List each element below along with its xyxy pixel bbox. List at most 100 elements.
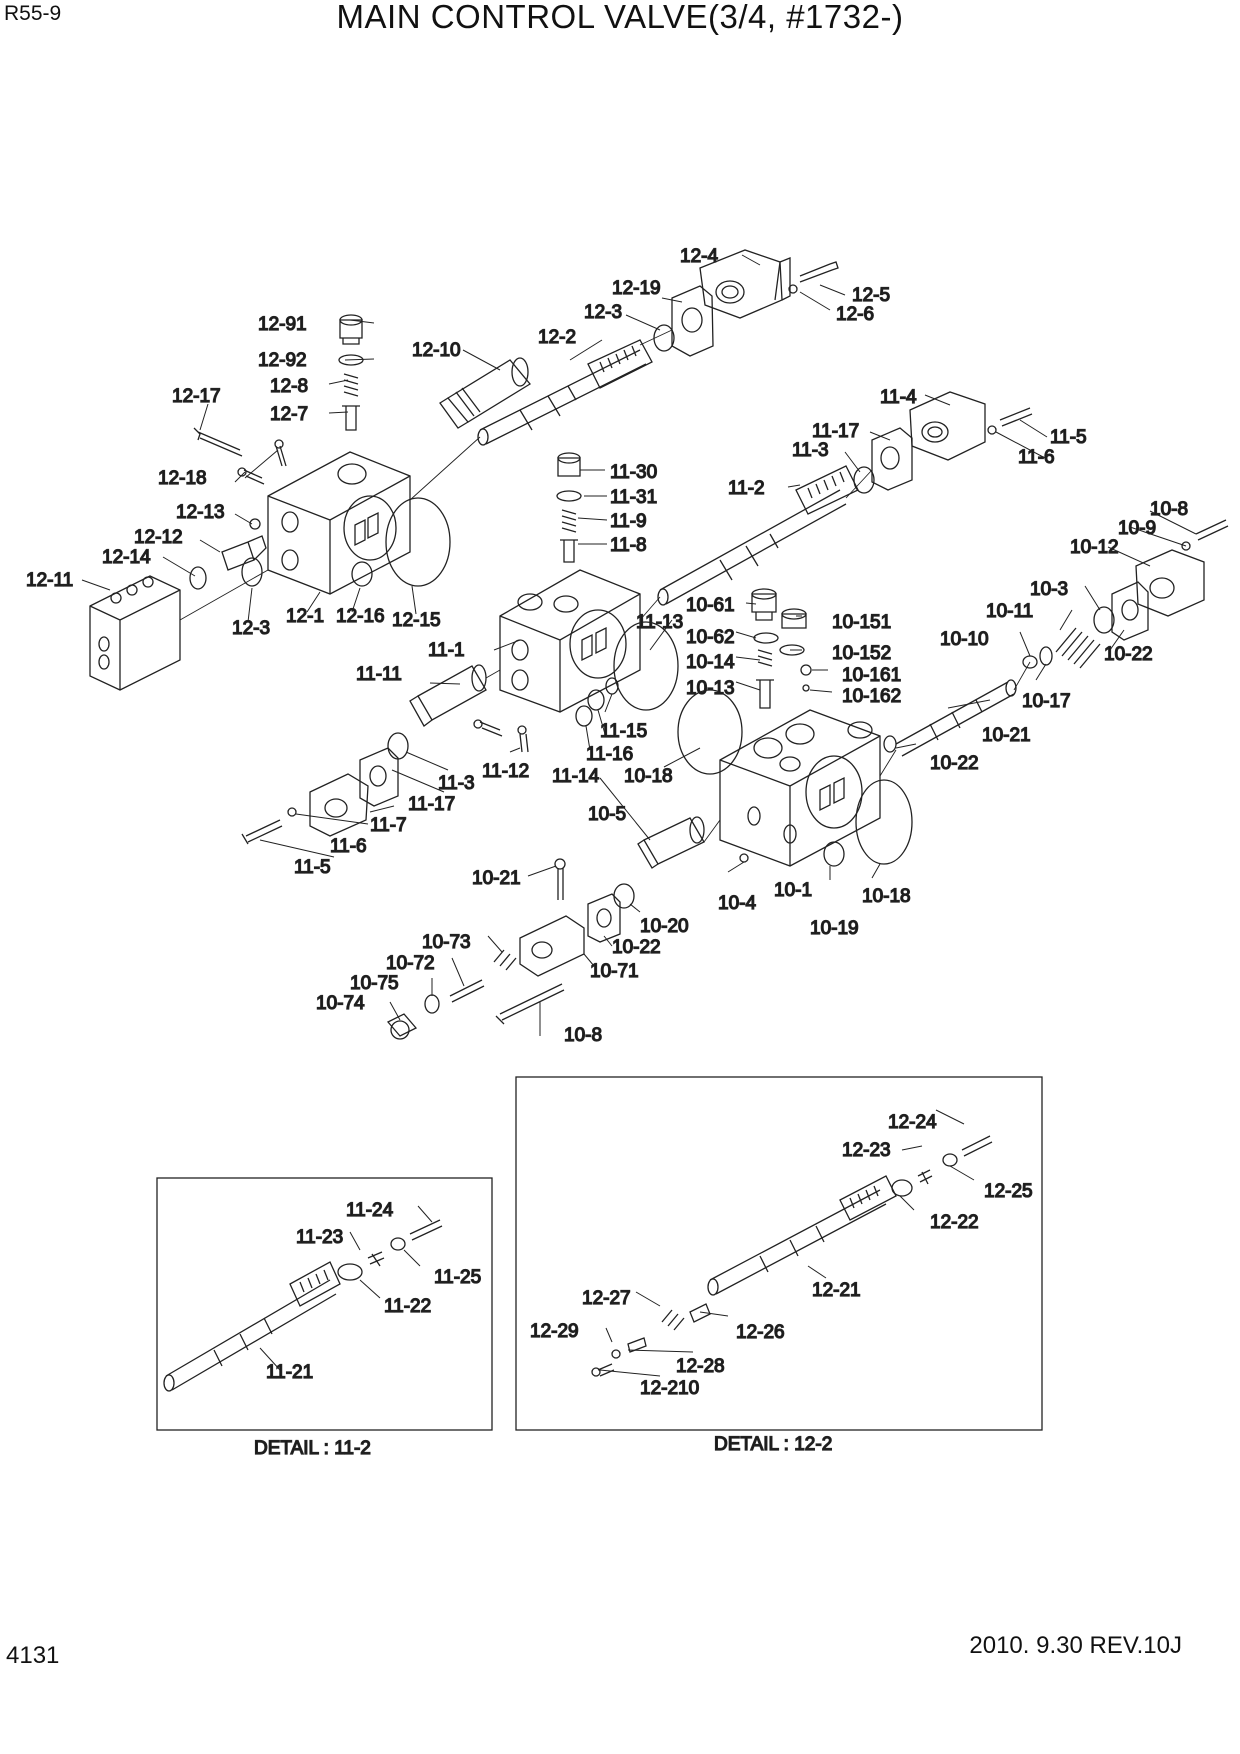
washer-12-6 xyxy=(788,284,798,294)
label-10-151: 10-151 xyxy=(832,612,891,633)
label-11-7: 11-7 xyxy=(370,815,407,836)
bolt-10-8-top xyxy=(1195,519,1229,541)
washer-10-9 xyxy=(1181,541,1191,551)
label-10-21: 10-21 xyxy=(982,725,1031,746)
cover-11-7 xyxy=(309,773,369,837)
label-10-13: 10-13 xyxy=(686,678,735,699)
label-11-31: 11-31 xyxy=(610,487,657,508)
label-12-2: 12-2 xyxy=(538,327,576,348)
label-12-210: 12-210 xyxy=(640,1378,699,1399)
o-ring-10-18-right xyxy=(855,779,913,865)
o-ring-10-152 xyxy=(779,644,805,656)
label-12-10: 12-10 xyxy=(412,340,461,361)
label-12-15: 12-15 xyxy=(392,610,441,631)
label-10-62: 10-62 xyxy=(686,627,735,648)
spring-10-14 xyxy=(757,649,773,667)
screw-11-12b xyxy=(519,733,529,753)
spring-11-9 xyxy=(561,509,577,533)
o-ring-12-92 xyxy=(338,354,364,366)
label-11-17b: 11-17 xyxy=(408,794,455,815)
label-12-14: 12-14 xyxy=(102,547,151,568)
fitting-12-12 xyxy=(221,535,267,571)
label-11-17: 11-17 xyxy=(812,421,859,442)
label-11-22: 11-22 xyxy=(384,1296,431,1317)
label-11-23: 11-23 xyxy=(296,1227,343,1248)
detail-caption-12-2: DETAIL : 12-2 xyxy=(714,1434,832,1455)
gasket-10-22-top xyxy=(1111,581,1149,641)
screw-12-18b xyxy=(243,469,265,485)
o-ring-12-15 xyxy=(385,497,451,587)
label-11-13: 11-13 xyxy=(636,612,683,633)
label-12-29: 12-29 xyxy=(530,1321,579,1342)
o-ring-11-14 xyxy=(575,705,593,727)
poppet-12-7 xyxy=(342,405,360,431)
o-ring-12-3-left xyxy=(241,557,263,587)
washer-11-6-low xyxy=(287,807,297,817)
o-ring-11-13 xyxy=(613,621,679,711)
label-10-152: 10-152 xyxy=(832,643,891,664)
bolt-11-5 xyxy=(999,407,1033,427)
detail-12-2-parts xyxy=(591,1135,993,1377)
label-10-19: 10-19 xyxy=(810,918,859,939)
label-11-6: 11-6 xyxy=(1018,447,1055,468)
relief-valve-12-10 xyxy=(439,357,531,429)
label-11-30: 11-30 xyxy=(610,462,657,483)
gasket-12-19 xyxy=(671,285,714,357)
screw-10-21-low xyxy=(557,868,564,900)
o-ring-10-3 xyxy=(1093,606,1115,634)
o-ring-12-13 xyxy=(249,518,261,530)
bolt-12-5 xyxy=(799,261,839,283)
label-10-18: 10-18 xyxy=(624,766,673,787)
page-number: 4131 xyxy=(6,1642,60,1669)
label-12-11: 12-11 xyxy=(26,570,73,591)
label-10-71: 10-71 xyxy=(590,961,639,982)
detail-11-2-parts xyxy=(163,1219,443,1392)
label-10-22b: 10-22 xyxy=(930,753,979,774)
model-code: R55-9 xyxy=(4,2,62,25)
label-12-25: 12-25 xyxy=(984,1181,1033,1202)
detail-box-11-2 xyxy=(156,1177,493,1431)
o-ring-12-14 xyxy=(189,566,207,590)
revision-date: 2010. 9.30 REV.10J xyxy=(969,1632,1182,1659)
stopper-10-22 xyxy=(883,735,897,753)
label-12-21: 12-21 xyxy=(812,1280,861,1301)
label-10-8b: 10-8 xyxy=(564,1025,602,1046)
label-12-92: 12-92 xyxy=(258,350,307,371)
leader-lines xyxy=(81,254,1197,1377)
spring-12-8 xyxy=(343,373,359,397)
page-title: MAIN CONTROL VALVE(3/4, #1732-) xyxy=(336,0,904,35)
label-11-2: 11-2 xyxy=(728,478,765,499)
label-12-7: 12-7 xyxy=(270,404,308,425)
label-12-26: 12-26 xyxy=(736,1322,785,1343)
label-12-18: 12-18 xyxy=(158,468,207,489)
label-10-74: 10-74 xyxy=(316,993,365,1014)
label-10-3: 10-3 xyxy=(1030,579,1068,600)
poppet-10-13 xyxy=(756,679,774,709)
plug-12-91 xyxy=(339,314,363,345)
cover-10-12 xyxy=(1135,549,1205,617)
label-12-17: 12-17 xyxy=(172,386,221,407)
pin-10-72 xyxy=(449,979,485,1003)
section-12-parts xyxy=(89,249,839,691)
relief-valve-11-11 xyxy=(409,664,487,727)
o-ring-11-31 xyxy=(556,490,582,502)
gasket-11-17-low xyxy=(359,747,399,807)
label-11-3: 11-3 xyxy=(792,440,829,461)
label-11-24: 11-24 xyxy=(346,1200,394,1221)
o-ring-11-16 xyxy=(587,689,605,711)
label-11-12: 11-12 xyxy=(482,761,529,782)
label-12-91: 12-91 xyxy=(258,314,307,335)
poppet-11-8 xyxy=(560,539,578,563)
o-ring-10-75 xyxy=(424,994,440,1014)
label-11-1: 11-1 xyxy=(428,640,465,661)
label-10-14: 10-14 xyxy=(686,652,735,673)
o-ring-10-4 xyxy=(739,853,749,863)
label-12-22: 12-22 xyxy=(930,1212,979,1233)
label-10-72: 10-72 xyxy=(386,953,435,974)
gasket-11-17 xyxy=(871,427,913,491)
label-11-6b: 11-6 xyxy=(330,836,367,857)
o-ring-12-16 xyxy=(351,561,373,587)
label-11-5b: 11-5 xyxy=(294,857,331,878)
label-10-10: 10-10 xyxy=(940,629,989,650)
o-ring-11-15 xyxy=(605,677,619,695)
